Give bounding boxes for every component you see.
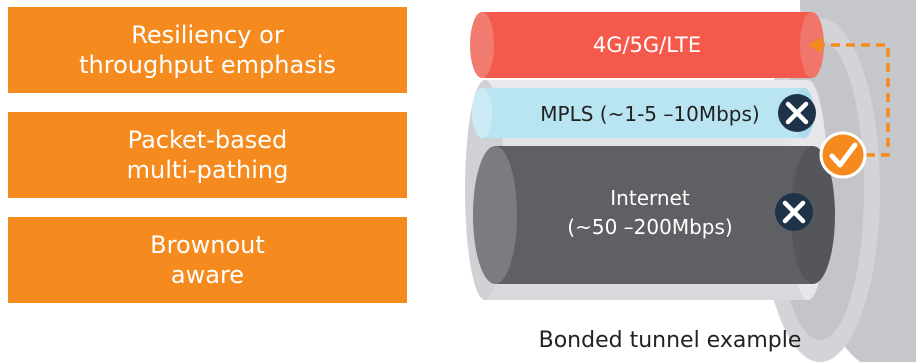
feature-line: aware (170, 261, 245, 289)
x-icon (778, 94, 816, 132)
feature-box-resiliency: Resiliency or throughput emphasis (8, 7, 407, 93)
feature-line: Brownout (150, 231, 265, 259)
feature-line: Packet-based (127, 126, 288, 154)
mpls-link-label: MPLS (~1-5 –10Mbps) (540, 102, 759, 126)
diagram-caption: Bonded tunnel example (538, 328, 802, 353)
feature-line: multi-pathing (126, 156, 289, 184)
internet-link: Internet (~50 –200Mbps) (473, 146, 835, 284)
lte-link-label: 4G/5G/LTE (593, 33, 701, 57)
feature-line: throughput emphasis (79, 51, 336, 79)
feature-box-multipathing: Packet-based multi-pathing (8, 112, 407, 198)
internet-link-label-1: Internet (610, 186, 690, 210)
mpls-link: MPLS (~1-5 –10Mbps) (472, 88, 814, 138)
check-icon (819, 131, 867, 179)
lte-link: 4G/5G/LTE (470, 12, 824, 78)
failover-arrow (808, 37, 890, 157)
x-icon (775, 193, 813, 231)
internet-link-label-2: (~50 –200Mbps) (567, 215, 732, 239)
feature-box-brownout: Brownout aware (8, 217, 407, 303)
feature-line: Resiliency or (131, 21, 284, 49)
